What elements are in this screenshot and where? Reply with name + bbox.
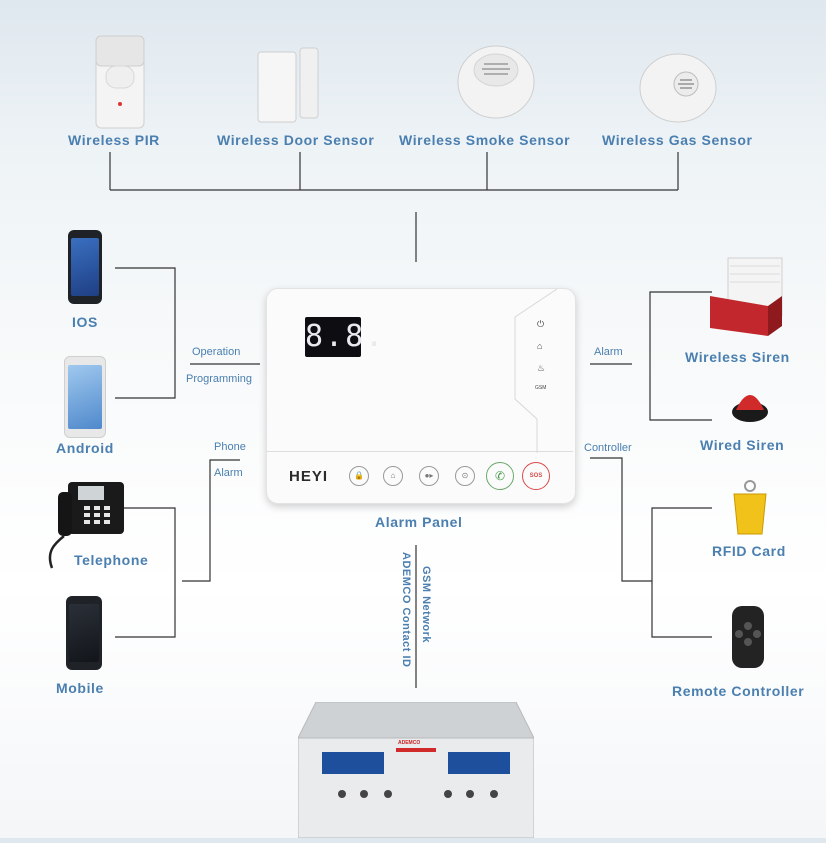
panel-brand: HEYI <box>289 468 329 485</box>
alarm-receiver-image: ADEMCO <box>297 701 535 839</box>
label-wireless-siren: Wireless Siren <box>685 349 790 365</box>
ios-phone-image <box>68 230 102 304</box>
label-wired-siren: Wired Siren <box>700 437 785 453</box>
label-alarm-left: Alarm <box>214 467 243 479</box>
label-wireless-door-sensor: Wireless Door Sensor <box>217 132 375 148</box>
sos-button[interactable]: SOS <box>522 462 550 490</box>
arm-away-button[interactable]: 🔒 <box>349 466 369 486</box>
remote-controller-image <box>730 604 766 670</box>
rfid-card-image <box>728 480 772 536</box>
label-phone: Phone <box>214 441 246 453</box>
call-button[interactable]: ✆ <box>486 462 514 490</box>
label-mobile: Mobile <box>56 680 104 696</box>
label-rfid-card: RFID Card <box>712 543 786 559</box>
panel-display: 8.8. <box>305 317 383 357</box>
power-indicator-icon: ⏻ <box>537 319 545 329</box>
label-controller: Controller <box>584 442 632 454</box>
smoke-sensor-image <box>456 40 536 120</box>
label-ios: IOS <box>72 314 98 330</box>
door-sensor-image <box>256 44 320 124</box>
alarm-panel: 8.8. ⏻ ⌂ ♨ GSM HEYI 🔒 ⌂ ●▸ ⊙ ✆ SOS <box>266 288 576 504</box>
label-ademco-contact-id: ADEMCO Contact ID <box>400 552 412 668</box>
label-android: Android <box>56 440 114 456</box>
label-wireless-gas-sensor: Wireless Gas Sensor <box>602 132 753 148</box>
telephone-image <box>44 478 126 574</box>
disarm-button[interactable]: ⊙ <box>455 466 475 486</box>
record-button[interactable]: ●▸ <box>419 466 439 486</box>
home-indicator-icon: ⌂ <box>537 341 543 351</box>
panel-divider <box>514 289 558 453</box>
receiver-brand: ADEMCO <box>398 740 421 746</box>
android-phone-image <box>64 356 106 438</box>
wireless-siren-image <box>708 256 786 338</box>
mobile-phone-image <box>66 596 102 670</box>
label-remote-controller: Remote Controller <box>672 683 805 699</box>
pir-sensor-image <box>94 34 146 130</box>
gas-sensor-image <box>638 50 718 124</box>
wired-siren-image <box>726 382 774 426</box>
label-wireless-pir: Wireless PIR <box>68 132 160 148</box>
label-telephone: Telephone <box>74 552 149 568</box>
label-gsm-network: GSM Network <box>420 566 432 644</box>
label-programming: Programming <box>186 373 253 385</box>
label-operation: Operation <box>192 346 241 358</box>
panel-button-strip: HEYI 🔒 ⌂ ●▸ ⊙ ✆ SOS <box>267 451 573 502</box>
label-alarm-panel: Alarm Panel <box>375 514 463 530</box>
arm-home-button[interactable]: ⌂ <box>383 466 403 486</box>
alarm-indicator-icon: ♨ <box>537 363 546 373</box>
gsm-indicator: GSM <box>535 385 547 391</box>
label-alarm-right: Alarm <box>594 346 623 358</box>
label-wireless-smoke-sensor: Wireless Smoke Sensor <box>399 132 571 148</box>
